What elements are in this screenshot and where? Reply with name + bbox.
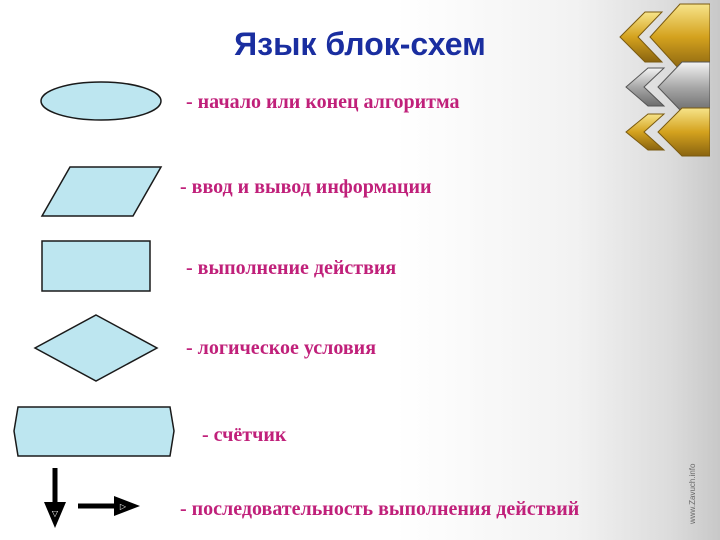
chevron-decoration <box>619 3 710 157</box>
gold-chevron-icon <box>625 107 710 157</box>
label-counter: - счётчик <box>202 424 287 446</box>
process-rectangle-symbol <box>41 240 151 292</box>
label-decision: - логическое условия <box>186 337 377 359</box>
right-arrow-icon: ▷ <box>78 496 140 516</box>
counter-hexagon-symbol <box>13 406 175 457</box>
svg-text:▽: ▽ <box>52 509 59 518</box>
decision-diamond-symbol <box>33 314 159 382</box>
side-watermark: www.Zavuch.info <box>688 463 697 524</box>
label-terminal: - начало или конец алгоритма <box>186 91 460 113</box>
label-flow: - последовательность выполнения действий <box>180 498 580 520</box>
io-parallelogram-symbol <box>40 166 163 217</box>
down-arrow-icon: ▽ <box>44 468 66 528</box>
terminal-oval-symbol <box>40 81 162 121</box>
label-io: - ввод и вывод информации <box>180 176 432 198</box>
svg-text:▷: ▷ <box>120 502 127 511</box>
label-process: - выполнение действия <box>186 257 397 279</box>
page-title: Язык блок-схем <box>234 26 486 62</box>
